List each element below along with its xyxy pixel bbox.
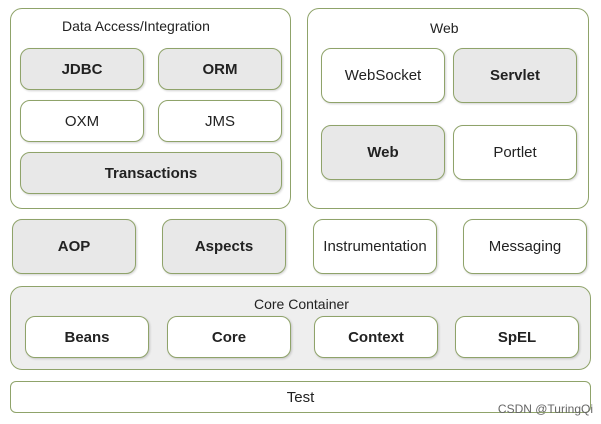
jms-module: JMS [158,100,282,142]
test-module: Test [10,381,591,413]
core-container-title: Core Container [254,296,349,312]
watermark: CSDN @TuringQi [497,402,593,416]
spel-module: SpEL [455,316,579,358]
aop-module: AOP [12,219,136,274]
jdbc-module: JDBC [20,48,144,90]
web-module: Web [321,125,445,180]
web-panel-title: Web [430,20,459,36]
servlet-module: Servlet [453,48,577,103]
beans-module: Beans [25,316,149,358]
oxm-module: OXM [20,100,144,142]
portlet-module: Portlet [453,125,577,180]
websocket-module: WebSocket [321,48,445,103]
orm-module: ORM [158,48,282,90]
aspects-module: Aspects [162,219,286,274]
context-module: Context [314,316,438,358]
instrumentation-module: Instrumentation [313,219,437,274]
transactions-module: Transactions [20,152,282,194]
messaging-module: Messaging [463,219,587,274]
data-access-integration-title: Data Access/Integration [62,18,210,34]
core-module: Core [167,316,291,358]
